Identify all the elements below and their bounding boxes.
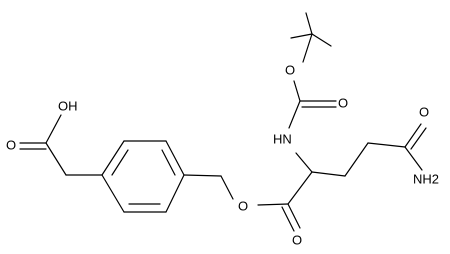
bond-carbamate-c-nh — [288, 100, 301, 129]
bond-amide-c-o-double-b — [410, 127, 427, 150]
bond-ring-3 — [101, 140, 125, 176]
atom-labels: OH O O O HN O O O NH2 — [6, 62, 439, 247]
bond-ring-1 — [165, 140, 185, 176]
bond-tbu-methyl-top — [305, 12, 313, 35]
bond-tbu-c-o — [302, 33, 313, 63]
bond-ring-6 — [165, 174, 185, 213]
bond-tbu-methyl-right — [311, 33, 332, 47]
ester-o-label: O — [238, 198, 248, 213]
bond-ring-4 — [101, 174, 125, 213]
bond-amide-c-o-double-a — [404, 123, 422, 148]
bond-ch2-acid-c — [45, 142, 67, 176]
bond-ester-o-ch2 — [220, 175, 234, 200]
ester-carbonyl-o-label: O — [292, 232, 302, 247]
bond-ester-c-o-double-a — [287, 203, 301, 229]
amide-o-label: O — [419, 104, 429, 119]
bond-alpha-c-side-chain — [311, 171, 346, 177]
bond-tbu-methyl-left — [290, 33, 313, 39]
acid-carbonyl-o-label: O — [6, 137, 16, 152]
bonds — [19, 12, 427, 232]
carbamate-ether-o-label: O — [285, 62, 295, 77]
bond-side-chain-ch2-a — [344, 142, 369, 177]
bond-ester-c-o — [257, 203, 289, 206]
amide-nh2-label: NH2 — [413, 171, 439, 186]
bond-ring-1-inner — [161, 149, 176, 176]
bond-acid-c-oh — [45, 114, 62, 144]
nh-label: HN — [273, 131, 292, 146]
bond-nh-alpha-c — [295, 152, 313, 173]
bond-side-chain-ch2-b — [367, 142, 406, 148]
bond-alpha-c-ester-c — [287, 171, 313, 205]
bond-amide-c-n — [404, 146, 423, 171]
carbamate-carbonyl-o-label: O — [338, 95, 348, 110]
bond-ch2-ring — [183, 174, 222, 177]
oh-label: OH — [58, 98, 78, 113]
bond-ester-c-o-double-b — [281, 206, 295, 232]
bond-ring-3-inner — [111, 149, 129, 176]
bond-o-carbamate-c — [293, 80, 301, 102]
